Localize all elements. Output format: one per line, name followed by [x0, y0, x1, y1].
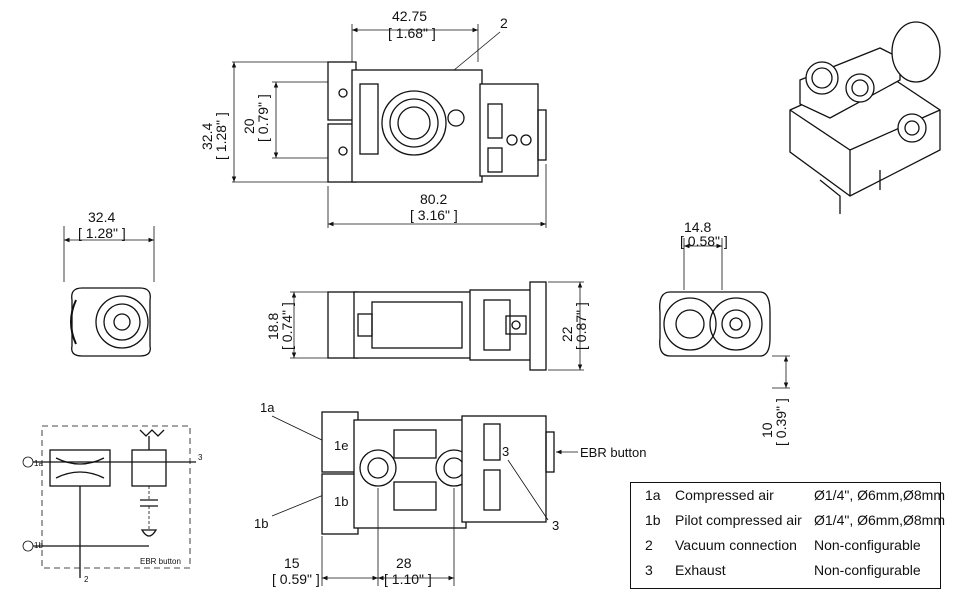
top-length-mm: 80.2 [420, 191, 447, 207]
bottom-port-1a-mark: 1e [334, 438, 348, 453]
top-inner-mm: 20 [241, 118, 257, 134]
port-legend-table: 1a Compressed air Ø1/4", Ø6mm,Ø8mm 1b Pi… [630, 482, 945, 589]
top-view: 42.75 [ 1.68" ] 2 32.4 [ 1.28" ] 20 [ 0.… [199, 8, 547, 228]
side-flange-mm: 22 [559, 326, 575, 342]
bottom-exhaust-mark: 3 [502, 444, 509, 459]
bottom-view: 1a 1b 1e 1b 3 EBR button 3 15 [ 0.59" ] … [254, 400, 647, 587]
legend-size: Non-configurable [814, 537, 921, 553]
legend-size: Ø1/4", Ø6mm,Ø8mm [814, 512, 945, 528]
legend-size: Ø1/4", Ø6mm,Ø8mm [814, 487, 945, 503]
right-offset-in: [ 0.39" ] [773, 398, 789, 446]
legend-id: 2 [645, 537, 653, 553]
legend-size: Non-configurable [814, 562, 921, 578]
isometric-view [789, 21, 941, 214]
pneumatic-schematic: 1a 1b 3 2 EBR button [22, 425, 203, 584]
schematic-ebr-label: EBR button [140, 557, 181, 566]
legend-row: 2 Vacuum connection Non-configurable [631, 537, 940, 559]
legend-row: 1b Pilot compressed air Ø1/4", Ø6mm,Ø8mm [631, 512, 945, 534]
legend-description: Pilot compressed air [675, 512, 802, 528]
bottom-port-1b-label: 1b [254, 516, 268, 531]
legend-id: 1b [645, 512, 661, 528]
bottom-port-1a-label: 1a [260, 400, 275, 415]
top-width-in: [ 1.68" ] [388, 25, 436, 41]
bottom-ebr-label: EBR button [580, 445, 647, 460]
side-view: 18.8 [ 0.74" ] 22 [ 0.87" ] [265, 281, 589, 371]
side-flange-in: [ 0.87" ] [573, 302, 589, 350]
bottom-exhaust-callout: 3 [552, 518, 559, 533]
legend-id: 3 [645, 562, 653, 578]
legend-row: 1a Compressed air Ø1/4", Ø6mm,Ø8mm [631, 487, 945, 509]
right-offset-mm: 10 [759, 422, 775, 438]
end-view-right: 14.8 [ 0.58" ] 10 [ 0.39" ] [659, 219, 790, 446]
left-width-mm: 32.4 [88, 209, 115, 225]
bottom-pitch-mm: 28 [396, 555, 412, 571]
top-callout-2: 2 [500, 15, 508, 31]
top-width-mm: 42.75 [392, 8, 427, 24]
legend-id: 1a [645, 487, 661, 503]
right-width-mm: 14.8 [684, 219, 711, 235]
right-width-in: [ 0.58" ] [680, 233, 728, 249]
legend-description: Exhaust [675, 562, 726, 578]
bottom-pitch-in: [ 1.10" ] [384, 571, 432, 587]
top-inner-in: [ 0.79" ] [255, 94, 271, 142]
legend-description: Vacuum connection [675, 537, 797, 553]
bottom-offset-in: [ 0.59" ] [272, 571, 320, 587]
top-height-mm: 32.4 [199, 123, 215, 150]
top-height-in: [ 1.28" ] [213, 112, 229, 160]
schematic-port-2: 2 [84, 575, 89, 584]
bottom-port-1b-mark: 1b [334, 494, 348, 509]
legend-row: 3 Exhaust Non-configurable [631, 562, 940, 584]
end-view-left: 32.4 [ 1.28" ] [63, 209, 155, 357]
side-height-in: [ 0.74" ] [279, 302, 295, 350]
schematic-port-3: 3 [198, 453, 203, 462]
legend-description: Compressed air [675, 487, 774, 503]
top-length-in: [ 3.16" ] [410, 207, 458, 223]
bottom-offset-mm: 15 [284, 555, 300, 571]
schematic-port-1a: 1a [34, 459, 43, 468]
left-width-in: [ 1.28" ] [78, 225, 126, 241]
side-height-mm: 18.8 [265, 313, 281, 340]
